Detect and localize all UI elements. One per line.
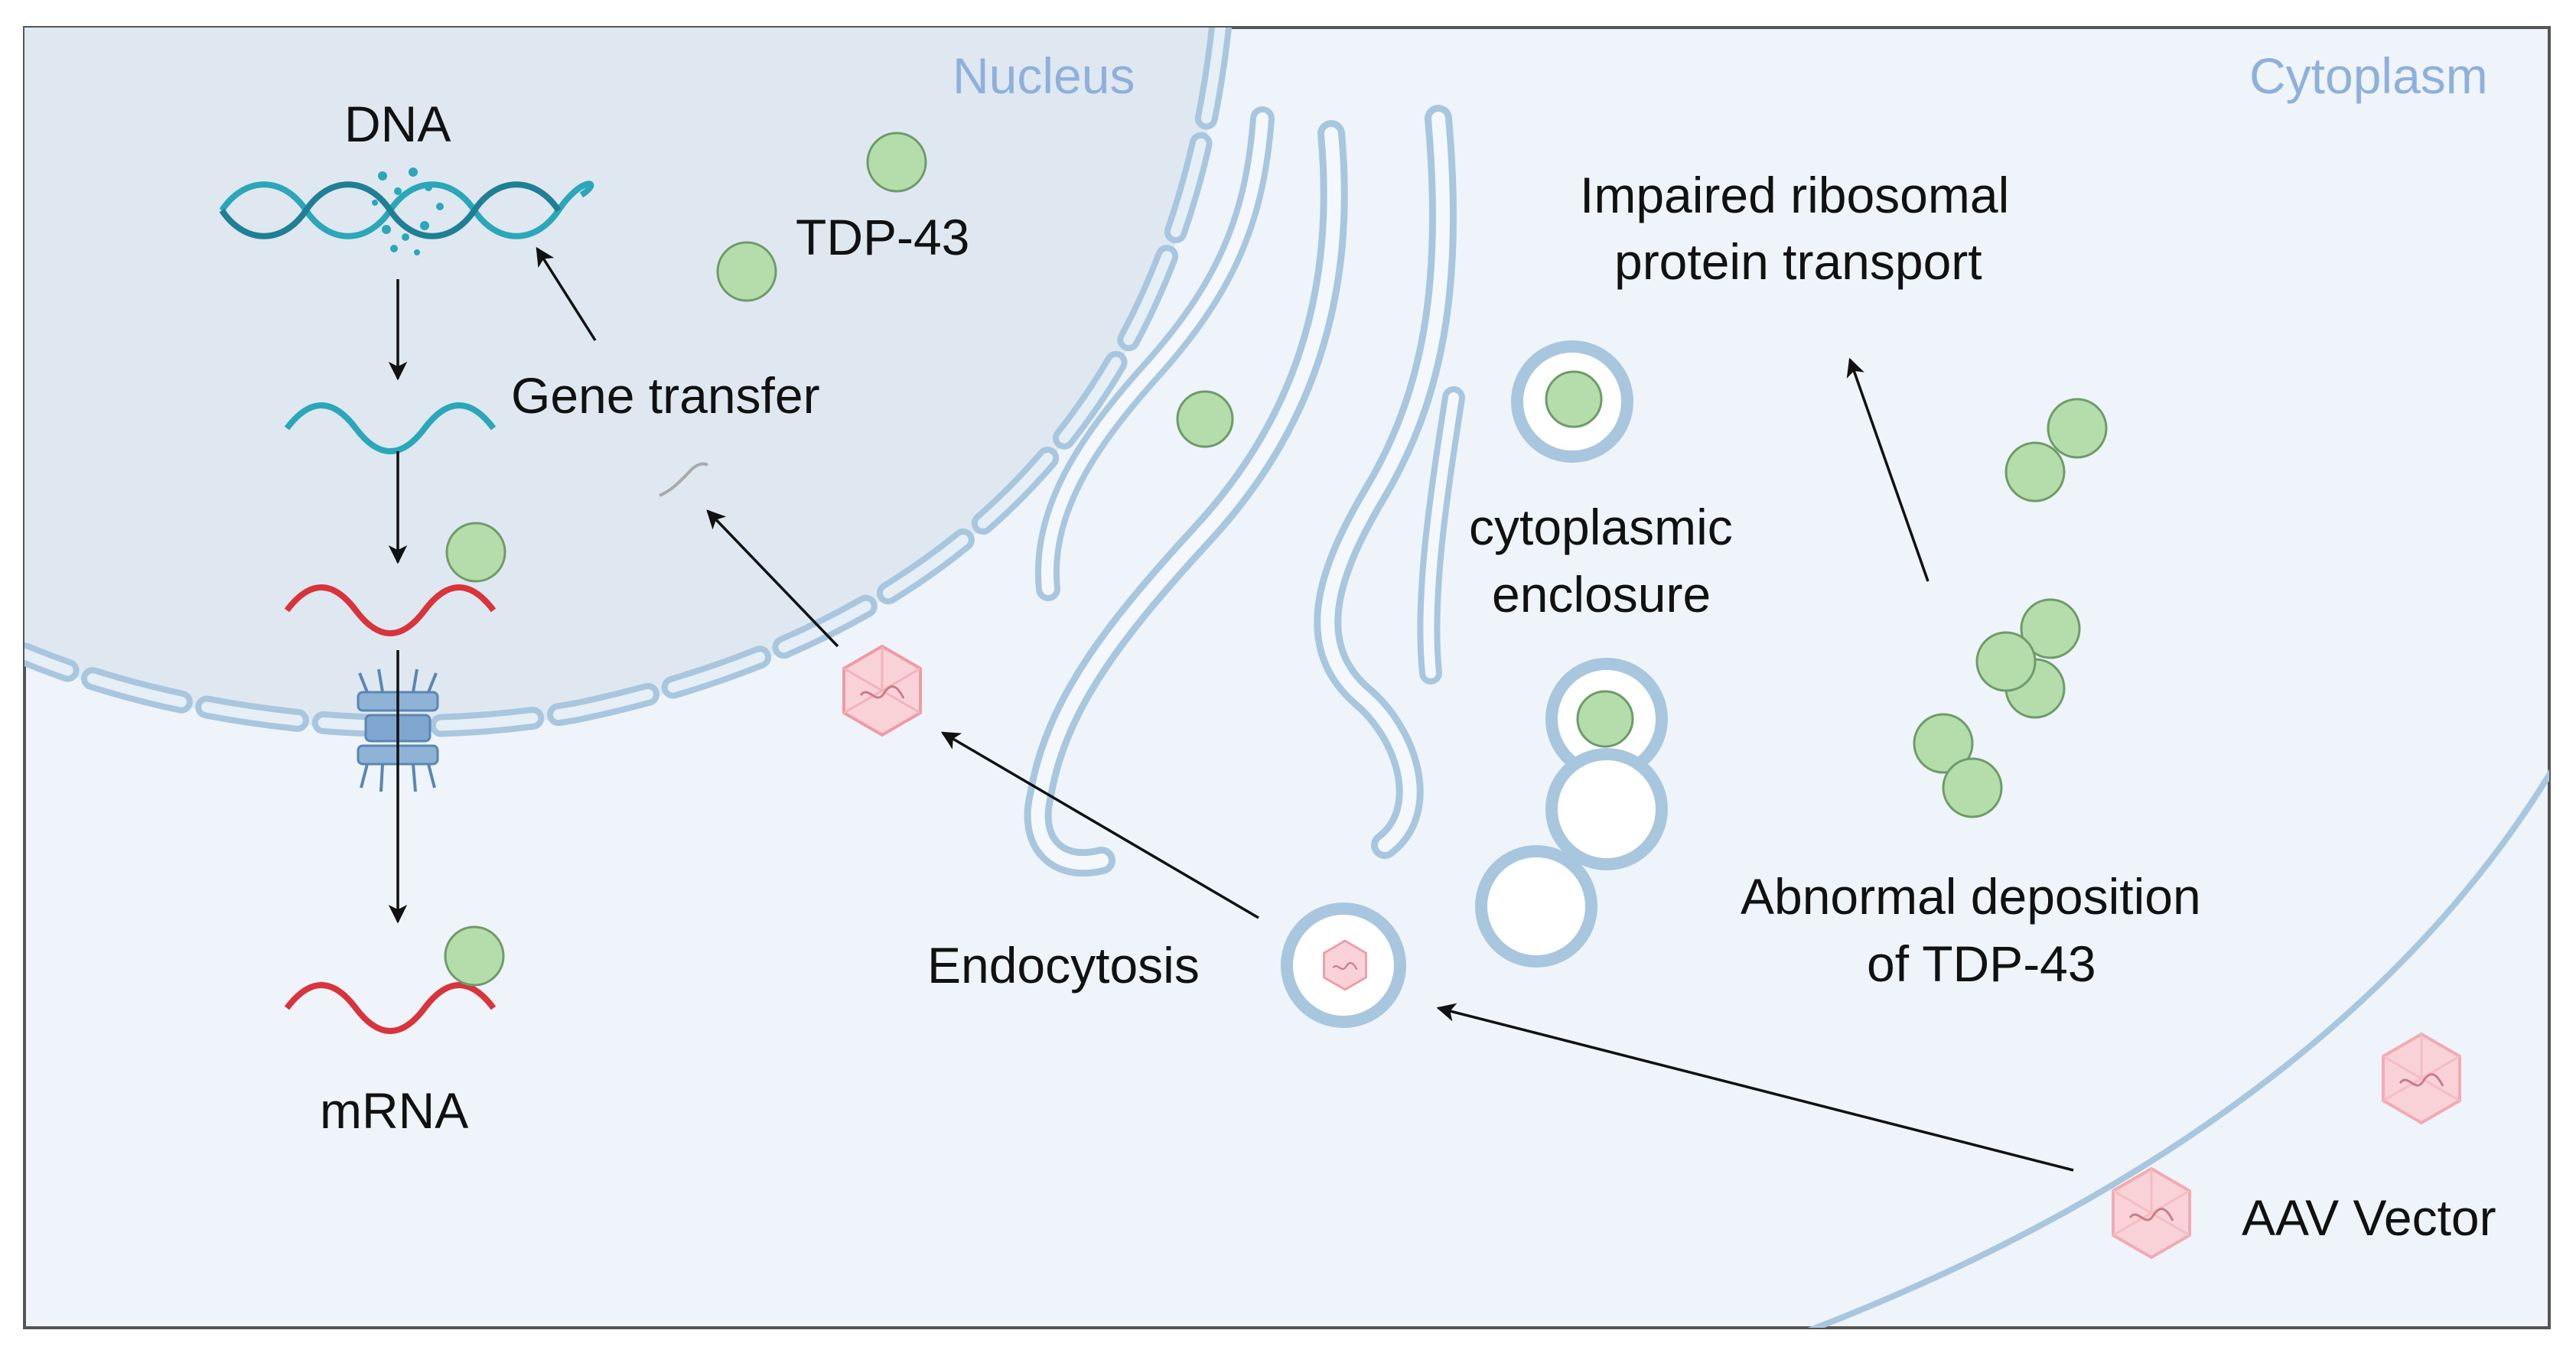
- nuclear-envelope-inner: [24, 28, 1226, 732]
- impaired-transport-label-2: protein transport: [1614, 233, 1982, 290]
- endocytosis-label: Endocytosis: [927, 937, 1200, 994]
- vesicle-empty-2: [1475, 845, 1597, 968]
- nucleus-region: [24, 28, 1224, 730]
- pre-mrna-strand: [284, 402, 497, 454]
- tdp43-golgi: [1176, 390, 1234, 448]
- gene-transfer-label: Gene transfer: [511, 367, 820, 424]
- tdp43-nuclear-1: [866, 132, 927, 193]
- aav-vector-entering: [2112, 1166, 2191, 1260]
- arrow-aav-uptake: [1436, 1003, 2074, 1172]
- tdp43-aggregates: [1913, 398, 2108, 818]
- tdp43-nuclear-2: [716, 241, 777, 302]
- golgi-cisternae: [1024, 105, 1465, 877]
- released-genome-fragment: [659, 462, 708, 497]
- arrow-endocytosis: [940, 731, 1259, 919]
- endocytic-vesicle: [1281, 903, 1406, 1028]
- cytoplasmic-enclosure-label-2: enclosure: [1492, 566, 1711, 623]
- vesicle-enclosure-middle: [1545, 658, 1668, 780]
- mrna-label: mRNA: [320, 1082, 468, 1139]
- dna-label: DNA: [344, 96, 451, 152]
- arrow-gene-transfer: [536, 246, 597, 341]
- arrow-impaired-transport: [1846, 357, 1930, 582]
- arrow-capsid-to-nucleus: [706, 509, 839, 648]
- tdp43-bound-nuclear: [445, 522, 506, 583]
- vesicle-empty-1: [1545, 748, 1668, 870]
- mrna-strand-cytoplasmic: [284, 982, 497, 1034]
- tdp43-bound-cytoplasmic: [444, 925, 505, 987]
- abnormal-deposition-label-2: of TDP-43: [1867, 935, 2096, 992]
- cell-membrane: [1807, 769, 2549, 1328]
- abnormal-deposition-label-1: Abnormal deposition: [1741, 868, 2201, 925]
- dna-helix: [219, 167, 594, 255]
- mrna-strand-nuclear: [284, 584, 497, 636]
- aav-capsid-nuclear-entry: [842, 644, 922, 737]
- aav-vector-label: AAV Vector: [2242, 1189, 2496, 1246]
- vesicle-enclosure-top: [1511, 340, 1633, 463]
- nucleus-label: Nucleus: [953, 47, 1135, 104]
- aav-vector-outside: [2382, 1032, 2461, 1125]
- cytoplasm-label: Cytoplasm: [2249, 47, 2488, 104]
- tdp43-label: TDP-43: [796, 209, 969, 265]
- cytoplasmic-enclosure-label-1: cytoplasmic: [1469, 499, 1733, 555]
- impaired-transport-label-1: Impaired ribosomal: [1580, 167, 2009, 223]
